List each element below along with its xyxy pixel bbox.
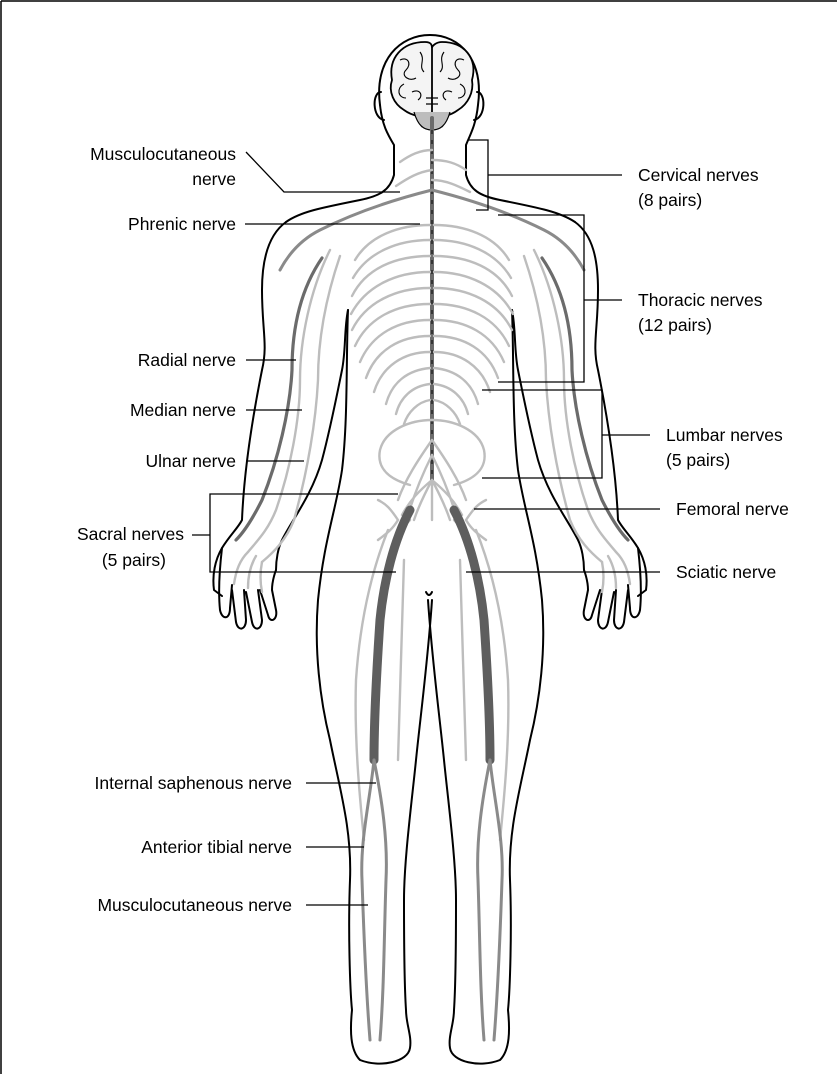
label-thoracic-nerves-2: (12 pairs)	[638, 315, 712, 335]
label-radial-nerve: Radial nerve	[138, 350, 236, 370]
right-arm-outline	[575, 222, 647, 596]
right-saphenous-nerve	[490, 760, 502, 1040]
thoracic-ribs-left	[351, 225, 430, 424]
nerve-network	[234, 118, 630, 1040]
label-median-nerve: Median nerve	[130, 400, 236, 420]
label-lumbar-nerves-2: (5 pairs)	[666, 450, 730, 470]
label-anterior-tibial-nerve: Anterior tibial nerve	[141, 837, 292, 857]
right-tibial-nerve	[478, 760, 490, 1040]
label-ulnar-nerve: Ulnar nerve	[146, 451, 236, 471]
label-musculocutaneous-arm-2: nerve	[192, 169, 236, 189]
label-musculocutaneous-leg: Musculocutaneous nerve	[97, 895, 292, 915]
label-femoral-nerve: Femoral nerve	[676, 499, 789, 519]
label-cervical-nerves-1: Cervical nerves	[638, 165, 759, 185]
right-hand-outline	[584, 548, 641, 629]
label-thoracic-nerves-1: Thoracic nerves	[638, 290, 763, 310]
label-sacral-nerves-2: (5 pairs)	[102, 550, 166, 570]
label-musculocutaneous-arm-1: Musculocutaneous	[90, 144, 236, 164]
label-phrenic-nerve: Phrenic nerve	[128, 214, 236, 234]
left-saphenous-nerve	[362, 760, 374, 1040]
label-lumbar-nerves-1: Lumbar nerves	[666, 425, 783, 445]
label-internal-saphenous-nerve: Internal saphenous nerve	[95, 773, 293, 793]
thoracic-ribs-right	[434, 225, 513, 424]
left-sciatic-nerve	[374, 510, 410, 760]
label-sacral-nerves-1: Sacral nerves	[77, 524, 184, 544]
left-tibial-nerve	[374, 760, 386, 1040]
right-sciatic-nerve	[454, 510, 490, 760]
label-sciatic-nerve: Sciatic nerve	[676, 562, 776, 582]
label-cervical-nerves-2: (8 pairs)	[638, 190, 702, 210]
